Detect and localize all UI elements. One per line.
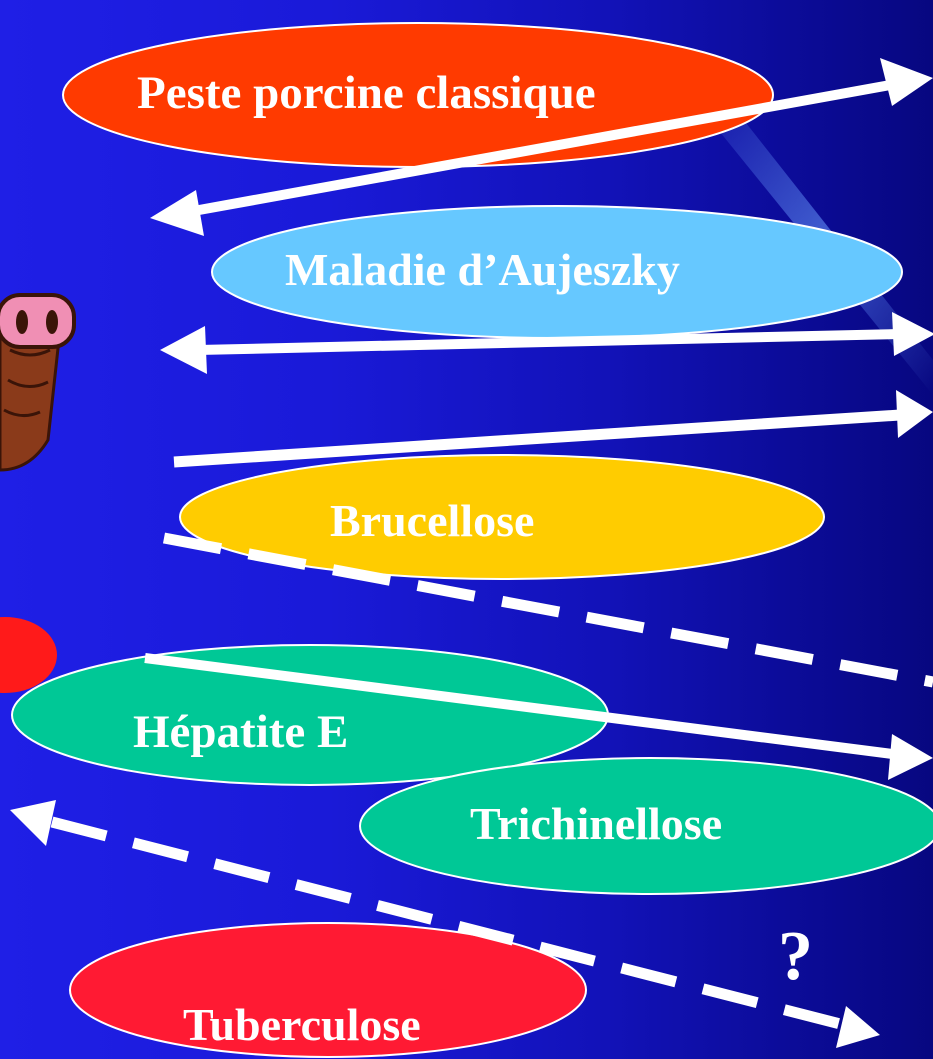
question-mark: ? <box>778 922 813 992</box>
brucellose-label: Brucellose <box>330 498 534 544</box>
peste-label: Peste porcine classique <box>137 70 596 117</box>
arrow-brucellose-right <box>174 390 933 462</box>
pig-icon <box>0 295 74 470</box>
trichinellose-label: Trichinellose <box>470 801 722 847</box>
hepatite-label: Hépatite E <box>133 709 348 756</box>
aujeszky-label: Maladie d’Aujeszky <box>285 247 680 293</box>
tuberculose-label: Tuberculose <box>183 1002 421 1048</box>
